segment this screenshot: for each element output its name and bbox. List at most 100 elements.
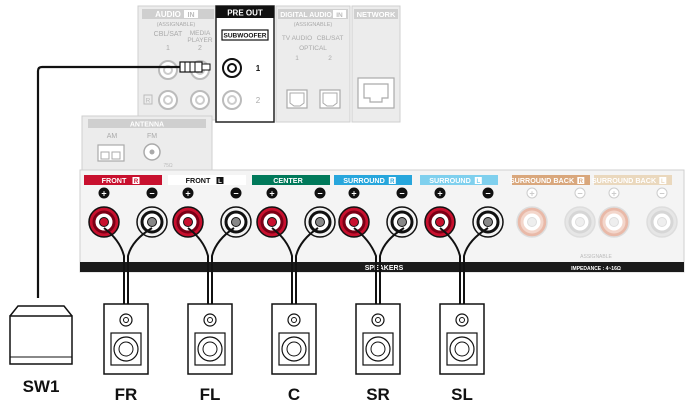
speaker-tweeter-c bbox=[287, 313, 301, 327]
label-fr: FR bbox=[115, 385, 138, 404]
impedance-label: IMPEDANCE : 4~16Ω bbox=[571, 266, 621, 272]
group-header-4 bbox=[420, 175, 498, 185]
digital-sub: (ASSIGNABLE) bbox=[294, 22, 333, 28]
speaker-tweeter-fr bbox=[119, 313, 133, 327]
terminal-core-neg-2 bbox=[315, 217, 325, 227]
subwoofer-label: SUBWOOFER bbox=[224, 33, 267, 40]
polarity-minus-2 bbox=[314, 187, 326, 199]
network-title: NETWORK bbox=[357, 10, 396, 19]
label-sw1: SW1 bbox=[23, 377, 60, 396]
group-badge-box-4 bbox=[474, 177, 482, 184]
terminal-core-neg-0 bbox=[147, 217, 157, 227]
r-channel-mark: R bbox=[146, 98, 151, 105]
group-badge-box-1 bbox=[216, 177, 224, 184]
subwoofer-jack-1-label: 1 bbox=[256, 64, 261, 73]
group-header-0 bbox=[84, 175, 162, 185]
polarity-sign-minus-2: − bbox=[317, 189, 322, 199]
audio-in-sub: (ASSIGNABLE) bbox=[157, 22, 196, 28]
speaker-tweeter-fl bbox=[203, 313, 217, 327]
speaker-woofer-inner-sl bbox=[454, 341, 470, 357]
speaker-woofer-sl bbox=[449, 336, 475, 362]
audio-in-panel: AUDIO IN (ASSIGNABLE) CBL/SAT MEDIA PLAY… bbox=[137, 5, 219, 121]
polarity-sign-plus-1: + bbox=[185, 189, 190, 199]
terminal-core-neg-1 bbox=[231, 217, 241, 227]
speaker-woofer-c bbox=[281, 336, 307, 362]
terminal-core-neg-6 bbox=[657, 217, 667, 227]
polarity-sign-minus-6: − bbox=[659, 189, 664, 199]
polarity-sign-minus-1: − bbox=[233, 189, 238, 199]
group-header-5 bbox=[512, 175, 590, 185]
wire-fl bbox=[187, 227, 235, 304]
wire-sl bbox=[439, 227, 489, 304]
speaker-tweeter-sr bbox=[371, 313, 385, 327]
optical-port-2 bbox=[319, 89, 341, 109]
group-badge-3: R bbox=[390, 179, 395, 185]
pre-out-title: PRE OUT bbox=[227, 9, 263, 18]
speaker-tweeter-center-sl bbox=[459, 317, 465, 323]
polarity-plus-5 bbox=[526, 187, 538, 199]
polarity-minus-5 bbox=[574, 187, 586, 199]
pre-out-panel: PRE OUT SUBWOOFER 1 2 bbox=[215, 5, 275, 123]
group-badge-box-5 bbox=[577, 177, 585, 184]
speaker-panel: SPEAKERS IMPEDANCE : 4~16Ω ASSIGNABLE FR… bbox=[79, 169, 685, 273]
label-sl: SL bbox=[451, 385, 473, 404]
speakers-bar bbox=[80, 262, 684, 272]
speaker-woofer-inner-fl bbox=[202, 341, 218, 357]
optical-1-label: 1 bbox=[295, 55, 299, 62]
rca-jack-cbl-r bbox=[158, 90, 178, 110]
speaker-woofer-inner-fr bbox=[118, 341, 134, 357]
label-sr: SR bbox=[366, 385, 390, 404]
group-label-3: SURROUND bbox=[343, 176, 385, 185]
speaker-woofer-inner-c bbox=[286, 341, 302, 357]
terminal-core-pos-5 bbox=[527, 217, 537, 227]
input-2-label: 2 bbox=[198, 45, 202, 52]
group-label-2: CENTER bbox=[273, 176, 303, 185]
wire-fr bbox=[103, 227, 153, 304]
group-badge-5: R bbox=[579, 179, 584, 185]
subwoofer-jack-1 bbox=[222, 58, 242, 78]
group-badge-4: L bbox=[476, 179, 480, 185]
speaker-tweeter-center-sr bbox=[375, 317, 381, 323]
polarity-sign-plus-4: + bbox=[437, 189, 442, 199]
polarity-sign-plus-2: + bbox=[269, 189, 274, 199]
polarity-minus-0 bbox=[146, 187, 158, 199]
optical-port-1 bbox=[286, 89, 308, 109]
speaker-woofer-inner-sr bbox=[370, 341, 386, 357]
digital-title: DIGITAL AUDIO bbox=[280, 12, 332, 19]
speaker-boxes bbox=[103, 303, 485, 375]
wire-c bbox=[271, 227, 319, 304]
group-header-1 bbox=[168, 175, 246, 185]
antenna-panel: ANTENNA AM FM 75Ω bbox=[81, 115, 213, 171]
audio-in-badge: IN bbox=[188, 12, 195, 19]
player-label: PLAYER bbox=[187, 37, 212, 44]
speaker-tweeter-center-c bbox=[291, 317, 297, 323]
speaker-tweeter-sl bbox=[455, 313, 469, 327]
group-label-5: SURROUND BACK bbox=[510, 176, 575, 185]
optical-label: OPTICAL bbox=[299, 45, 327, 52]
speaker-woofer-sr bbox=[365, 336, 391, 362]
subwoofer-jack-2-label: 2 bbox=[256, 96, 261, 105]
group-badge-box-6 bbox=[659, 177, 667, 184]
subwoofer-cable bbox=[36, 65, 196, 298]
terminal-core-pos-3 bbox=[349, 217, 359, 227]
speaker-woofer-fl bbox=[197, 336, 223, 362]
cbl-sat2-label: CBL/SAT bbox=[317, 35, 344, 42]
group-label-6: SURROUND BACK bbox=[592, 176, 657, 185]
group-badge-0: R bbox=[134, 179, 139, 185]
polarity-minus-1 bbox=[230, 187, 242, 199]
fm-ohm-label: 75Ω bbox=[163, 163, 173, 169]
optical-2-label: 2 bbox=[328, 55, 332, 62]
polarity-sign-plus-6: + bbox=[611, 189, 616, 199]
group-badge-box-0 bbox=[132, 177, 140, 184]
polarity-plus-2 bbox=[266, 187, 278, 199]
group-label-1: FRONT bbox=[186, 176, 211, 185]
digital-audio-panel: DIGITAL AUDIO IN (ASSIGNABLE) TV AUDIO C… bbox=[275, 5, 351, 123]
group-header-6 bbox=[594, 175, 672, 185]
wiring bbox=[36, 61, 489, 304]
polarity-plus-3 bbox=[348, 187, 360, 199]
speaker-tweeter-center-fl bbox=[207, 317, 213, 323]
rca-jack-cbl-l bbox=[158, 60, 178, 80]
group-header-2 bbox=[252, 175, 330, 185]
group-header-3 bbox=[334, 175, 412, 185]
